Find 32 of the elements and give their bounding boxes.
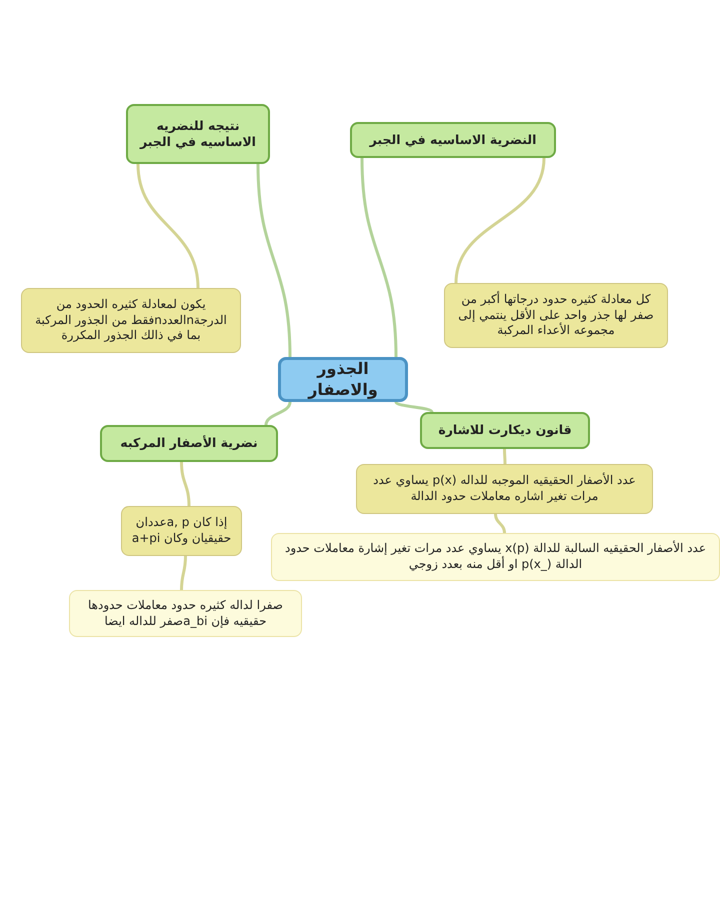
node-text: نتيجه للنضريه الاساسيه في الجبر [138, 118, 257, 150]
node-text: الجذور والاصفار [306, 358, 379, 400]
connector-line [394, 401, 434, 413]
note-box [271, 533, 720, 581]
subtopic-box [350, 122, 556, 158]
node-text: النضرية الاساسيه في الجبر [370, 132, 536, 148]
node-text: يكون لمعادلة كثيره الحدود من الدرجةnالعددnفقط من الجذور المركبة بما في ذالك الجذور المكررة [34, 297, 228, 344]
connector-line [256, 164, 292, 358]
node-text: قانون ديكارت للاشارة [438, 422, 572, 439]
node-text: إذا كان a, pعددان حقيقيان وكان a+pi [130, 515, 232, 547]
note-box [121, 506, 242, 556]
connector-line [264, 402, 292, 426]
topic-box [278, 357, 408, 402]
note-box [356, 464, 653, 514]
connector-line [494, 514, 506, 534]
note-box [21, 288, 241, 353]
subtopic-box [100, 425, 278, 462]
subtopic-box [126, 104, 270, 164]
connector-line [503, 448, 506, 464]
connector-line [180, 462, 190, 506]
connector-line [454, 158, 546, 284]
node-text: نضرية الأصفار المركبه [120, 435, 258, 452]
note-box [69, 590, 302, 637]
node-text: كل معادلة كثيره حدود درجاتها أكبر من صفر لها جذر واحد على الأقل ينتمي إلى مجموعه الأعداء المركبة [457, 292, 655, 339]
connector-line [180, 556, 187, 590]
node-text: صفرا لداله كثيره حدود معاملات حدودها حقيقيه فإن a_biصفر للداله ايضا [87, 598, 284, 630]
subtopic-box [420, 412, 590, 449]
node-text: عدد الأصفار الحقيقيه السالبة للدالة x(p) يساوي عدد مرات تغير إشارة معاملات حدود الدالة p(x_) او أقل منه بعدد زوجي [284, 541, 707, 573]
node-text: عدد الأصفار الحقيقيه الموجبه للداله p(x) يساوي عدد مرات تغير اشاره معاملات حدود الدالة [372, 473, 637, 505]
note-box [444, 283, 668, 348]
connector-line [360, 158, 398, 358]
connector-line [136, 164, 200, 288]
